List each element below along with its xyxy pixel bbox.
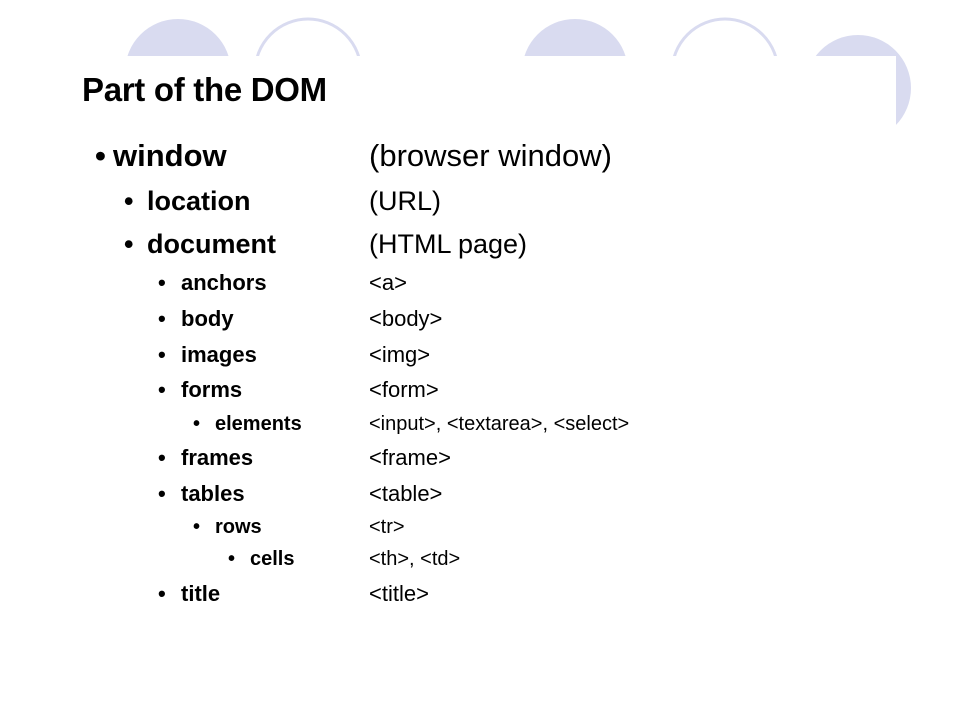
item-label: rows [215,516,262,538]
bullet-icon: • [228,548,236,570]
list-item-body: • body <body> [0,304,960,344]
item-description: (browser window) [369,138,612,173]
bullet-icon: • [95,138,106,173]
list-item-images: • images <img> [0,340,960,380]
list-item-elements: • elements <input>, <textarea>, <select> [0,410,960,450]
item-description: <form> [369,377,439,402]
list-item-forms: • forms <form> [0,375,960,415]
bullet-icon: • [158,581,166,606]
list-item-cells: • cells <th>, <td> [0,545,960,585]
item-description: <table> [369,481,443,506]
title-band [60,56,896,150]
item-description: <title> [369,581,429,606]
bullet-icon: • [193,516,201,538]
list-item-window: • window (browser window) [0,136,960,176]
item-label: images [181,342,257,367]
item-label: cells [250,548,295,570]
item-label: forms [181,377,243,402]
item-description: (URL) [369,186,441,216]
list-item-rows: • rows <tr> [0,513,960,553]
list-item-anchors: • anchors <a> [0,268,960,308]
bullet-icon: • [158,445,166,470]
item-label: frames [181,445,254,470]
item-label: tables [181,481,245,506]
bullet-icon: • [124,229,134,259]
bullet-icon: • [158,342,166,367]
item-label: title [181,581,221,606]
item-label: document [147,229,277,259]
item-description: (HTML page) [369,229,528,259]
item-description: <th>, <td> [369,548,461,570]
item-description: <frame> [369,445,451,470]
bullet-icon: • [158,377,166,402]
list-item-frames: • frames <frame> [0,443,960,483]
list-item-location: • location (URL) [0,183,960,223]
item-label: anchors [181,270,267,295]
item-label: elements [215,413,302,435]
item-description: <a> [369,270,407,295]
slide-title: Part of the DOM [82,71,327,108]
list-item-document: • document (HTML page) [0,226,960,266]
item-label: location [147,186,251,216]
decorative-header-circles [60,17,911,150]
bullet-icon: • [124,186,134,216]
bullet-icon: • [158,306,166,331]
item-description: <body> [369,306,443,331]
bullet-icon: • [193,413,201,435]
item-description: <input>, <textarea>, <select> [369,413,630,435]
bullet-icon: • [158,270,166,295]
item-label: window [113,138,227,173]
item-description: <tr> [369,516,405,538]
item-description: <img> [369,342,431,367]
list-item-tables: • tables <table> [0,479,960,519]
list-item-title: • title <title> [0,579,960,619]
item-label: body [181,306,234,331]
bullet-icon: • [158,481,166,506]
